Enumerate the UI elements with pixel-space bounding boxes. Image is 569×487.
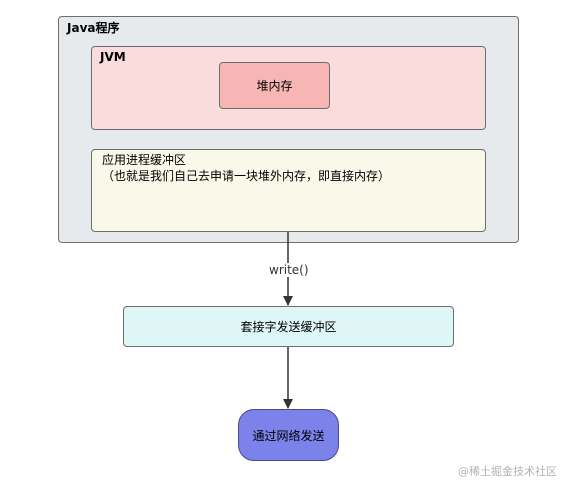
java-program-label: Java程序	[67, 21, 120, 35]
network-send-label: 通过网络发送	[252, 428, 325, 443]
app-buffer-title: 应用进程缓冲区	[102, 153, 187, 167]
jvm-label: JVM	[100, 50, 126, 64]
network-send-node: 通过网络发送	[238, 409, 339, 461]
heap-memory-node: 堆内存	[219, 62, 330, 109]
write-edge-label: write()	[267, 263, 311, 277]
watermark-text: @稀土掘金技术社区	[458, 465, 557, 478]
app-buffer-description: （也就是我们自己去申请一块堆外内存，即直接内存）	[102, 169, 391, 183]
jvm-container: JVM	[91, 46, 486, 130]
app-buffer-container: 应用进程缓冲区 （也就是我们自己去申请一块堆外内存，即直接内存）	[91, 149, 486, 232]
socket-send-buffer-node: 套接字发送缓冲区	[123, 306, 454, 347]
socket-send-buffer-label: 套接字发送缓冲区	[240, 320, 337, 334]
heap-memory-label: 堆内存	[256, 79, 293, 93]
app-buffer-label: 应用进程缓冲区 （也就是我们自己去申请一块堆外内存，即直接内存）	[102, 152, 390, 184]
